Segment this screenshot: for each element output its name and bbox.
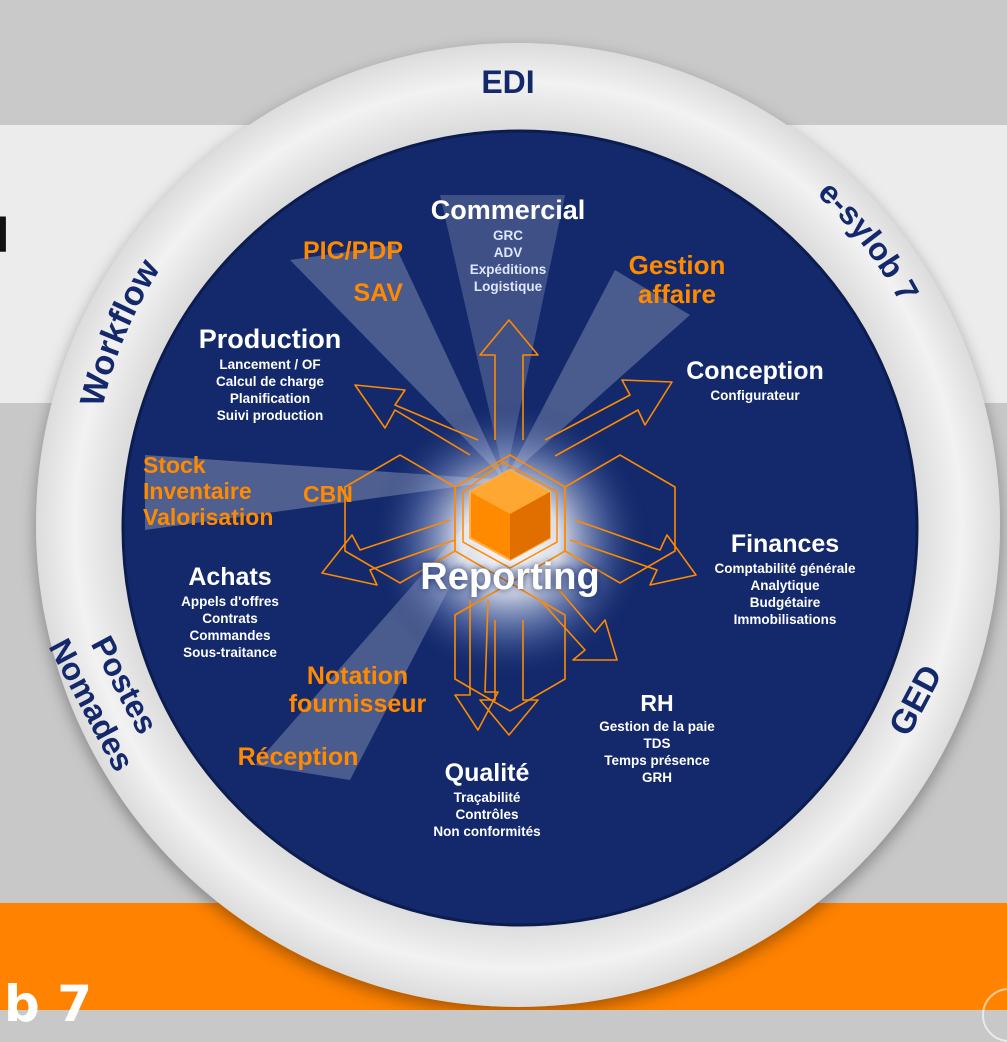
module-production: Production Lancement / OF Calcul de char…: [198, 324, 342, 423]
center-cube: [462, 461, 558, 569]
label-sav: SAV: [353, 279, 403, 307]
label-cbn: CBN: [303, 481, 353, 507]
arrows: [321, 319, 697, 736]
ring-label-edi: EDI: [481, 64, 534, 100]
label-pic-pdp: PIC/PDP: [302, 237, 403, 265]
label-stock-group: Stock Inventaire Valorisation: [143, 452, 274, 530]
center-label-reporting: Reporting: [420, 556, 600, 598]
module-rh: RH Gestion de la paie TDS Temps présence…: [599, 690, 715, 785]
module-finances: Finances Comptabilité générale Analytiqu…: [714, 530, 856, 627]
module-conception: Conception Configurateur: [686, 357, 824, 403]
module-achats: Achats Appels d'offres Contrats Commande…: [181, 563, 279, 660]
edge-cropped-text-left: l: [0, 209, 10, 263]
module-commercial: Commercial GRC ADV Expéditions Logistiqu…: [430, 195, 586, 294]
label-notation-fournisseur: Notation fournisseur: [288, 662, 427, 718]
label-reception: Réception: [237, 743, 359, 771]
module-qualite: Qualité Traçabilité Contrôles Non confor…: [433, 759, 541, 839]
label-gestion-affaire: Gestion affaire: [628, 250, 726, 309]
hexagon-grid: [344, 454, 676, 712]
erp-wheel-diagram: EDI Workflow e-sylob 7 GED Postes Nomade…: [36, 43, 1000, 1007]
